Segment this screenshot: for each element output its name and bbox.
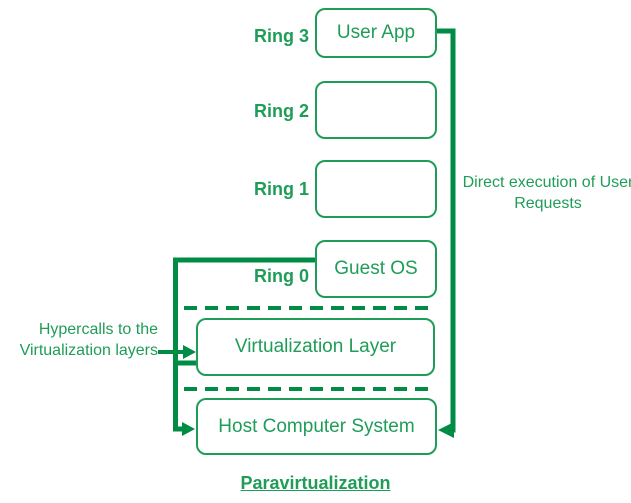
- ring-2-label: Ring 2: [253, 101, 309, 121]
- diagram-title: Paravirtualization: [240, 473, 391, 493]
- ring-0-label: Ring 0: [253, 266, 309, 286]
- arrowhead-into-host-right: [438, 422, 454, 438]
- arrowhead-into-virtualization-layer: [183, 345, 196, 359]
- arrowhead-into-host-left: [182, 422, 195, 436]
- ring-1-empty-box: [315, 160, 437, 218]
- ring-3-label: Ring 3: [253, 26, 309, 46]
- host-computer-system-box: Host Computer System: [196, 398, 437, 455]
- direct-execution-label: Direct execution of User Requests: [462, 174, 631, 212]
- direct-execution-line: [437, 28, 456, 433]
- hypercalls-label: Hypercalls to the Virtualization layers: [19, 321, 158, 359]
- guest-os-box: Guest OS: [315, 240, 437, 298]
- virtualization-layer-box: Virtualization Layer: [196, 318, 435, 376]
- ring-2-empty-box: [315, 81, 437, 139]
- ring-1-label: Ring 1: [253, 179, 309, 199]
- user-app-box: User App: [315, 8, 437, 58]
